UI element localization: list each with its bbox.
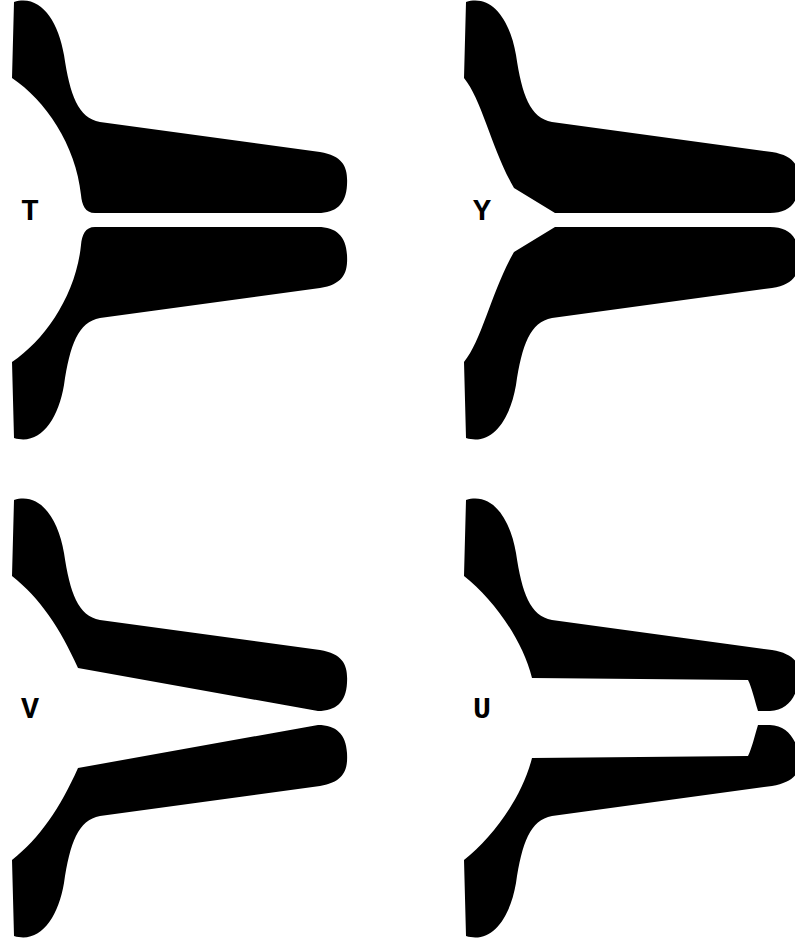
lower-electrode [464, 725, 795, 937]
v-shape [12, 499, 347, 938]
lower-electrode [12, 227, 347, 439]
lower-electrode [464, 227, 795, 439]
upper-electrode [12, 1, 347, 213]
lower-electrode [12, 725, 347, 937]
t-shape [12, 1, 347, 440]
upper-electrode [464, 1, 795, 213]
shape-label: V [21, 695, 39, 725]
u-shape [464, 499, 795, 938]
shape-label: U [473, 695, 491, 725]
upper-electrode [464, 499, 795, 711]
shape-label: Y [473, 197, 491, 227]
upper-electrode [12, 499, 347, 711]
shape-label: T [21, 197, 39, 227]
y-shape [464, 1, 795, 440]
